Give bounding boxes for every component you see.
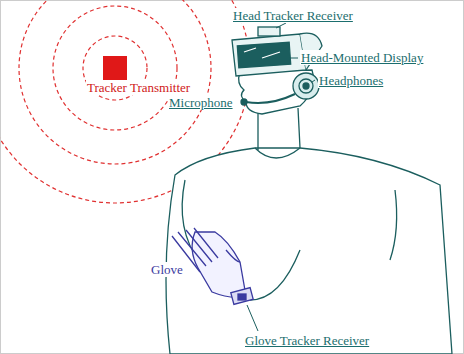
part-label: Headphones: [318, 73, 384, 88]
part-label: Glove: [150, 262, 184, 277]
transmitter-square: [103, 56, 127, 80]
part-label: Glove Tracker Receiver: [244, 333, 370, 348]
part-label: Head Tracker Receiver: [232, 8, 354, 23]
transmitter-label: Tracker Transmitter: [86, 80, 191, 95]
person: [166, 27, 452, 354]
part-label: Head-Mounted Display: [300, 50, 424, 65]
leader-lines: [247, 23, 315, 331]
part-label: Microphone: [168, 95, 234, 110]
